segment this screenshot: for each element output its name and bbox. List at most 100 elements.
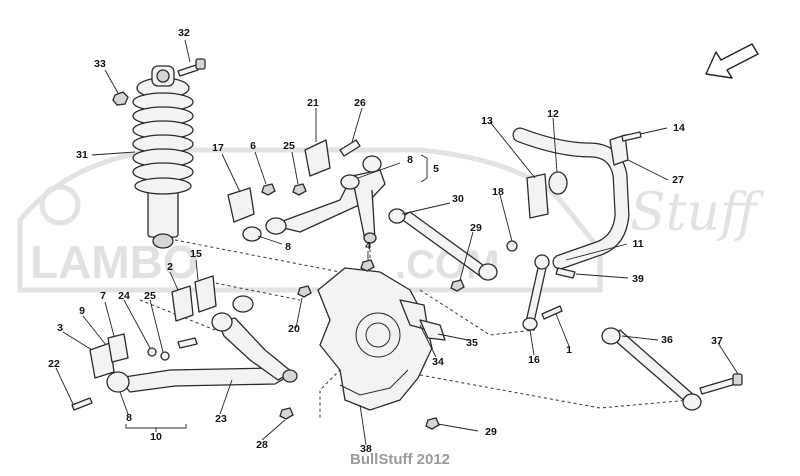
bolt-37 [699,377,737,395]
leader-lines [55,39,739,446]
lower-wishbone [71,275,440,430]
bolt-22 [71,397,93,411]
callout-25-lower: 25 [144,290,156,302]
callout-31: 31 [76,149,88,161]
bushing-8-upper [340,174,360,190]
bracket-21 [304,139,331,177]
callout-7: 7 [100,290,106,302]
callout-labels: 32 33 31 21 26 25 6 17 8 5 30 8 4 29 15 … [48,27,723,455]
callout-18: 18 [492,186,504,198]
callout-5: 5 [433,163,439,175]
callout-9: 9 [79,305,85,317]
callout-26: 26 [354,97,366,109]
arrow-down-left-icon [705,43,759,79]
callout-16: 16 [528,354,540,366]
washer-24 [147,347,157,357]
bolt-lower-front [177,337,198,349]
nut-6 [261,183,276,196]
upper-wishbone [227,139,386,244]
callout-6: 6 [250,140,256,152]
toe-link-inner-end [601,327,621,345]
callout-29-upper: 29 [470,222,482,234]
hub-carrier-detail [339,369,409,396]
callout-8-middle: 8 [285,241,291,253]
upper-ball-joint [363,232,377,244]
callout-39: 39 [632,273,644,285]
callout-35: 35 [466,337,478,349]
callout-37: 37 [711,335,723,347]
upper-arm-bushing-front [265,217,287,235]
washer-18 [506,240,518,252]
watermark-headlight [39,184,81,226]
bracket-7 [107,333,129,363]
anti-roll-bar [506,127,642,279]
lower-arm-bushing-rear [106,371,130,393]
lower-arm-bushing-front [211,312,233,332]
shock-lower-eye [152,233,174,249]
callout-12: 12 [547,108,559,120]
callout-32: 32 [178,27,190,39]
bolt-14 [621,131,642,142]
nut-29-upper [450,279,465,292]
tie-rod-30-inner-end [388,208,406,224]
callout-28: 28 [256,439,268,451]
hub-carrier [317,259,446,411]
callout-13: 13 [481,115,493,127]
callout-11: 11 [632,238,643,250]
toe-link-36-body [611,329,696,405]
callout-33: 33 [94,58,106,70]
spring-lower-seat [134,177,192,195]
callout-21: 21 [307,97,319,109]
bolt-1 [541,305,563,320]
top-mount-hardware [112,58,206,106]
callout-27: 27 [672,174,684,186]
washer-25 [160,351,170,361]
watermark-script: Stuff [630,183,765,243]
lower-ball-joint [282,369,298,383]
nut-25 [292,183,307,196]
callout-10: 10 [150,431,162,443]
watermark-car-outline [17,147,603,293]
hub-bracket-35 [419,319,446,341]
bolt-29-lower [425,417,440,430]
callout-8-upper: 8 [407,154,413,166]
callout-25-upper: 25 [283,140,295,152]
bolt-39 [555,267,576,279]
anti-roll-bar-body [513,128,629,269]
hub-bore-outer [355,312,401,358]
copyright-caption: BullStuff 2012 [349,451,451,468]
callout-1: 1 [566,344,572,356]
callout-38: 38 [360,443,372,455]
toe-link-outer-end [682,393,702,411]
callout-30: 30 [452,193,464,205]
bolt-32-head [195,58,206,70]
bolt-4 [360,259,375,272]
bolt-32 [177,64,199,77]
hub-bore-inner [365,322,391,348]
bushing-8-lower [242,226,262,242]
callout-2: 2 [167,261,173,273]
tie-rod-30-outer-end [478,263,498,281]
dashed-reference-lines [139,239,691,418]
callout-3: 3 [57,322,63,334]
drop-link-16 [522,254,563,331]
roll-bar-bushing-12 [548,171,568,195]
coil-spring-shock-absorber [132,65,194,249]
callout-24: 24 [118,290,130,302]
callout-34: 34 [432,356,444,368]
drop-link-upper-end [534,254,550,270]
top-mount-bushing [156,69,170,83]
drop-link-lower-end [522,317,538,331]
callout-20: 20 [288,323,300,335]
bracket-3 [89,342,115,379]
callout-8-lower: 8 [126,412,132,424]
callout-36: 36 [661,334,673,346]
callout-23: 23 [215,413,227,425]
bracket-15 [194,275,217,313]
callout-15: 15 [190,248,202,260]
callout-17: 17 [212,142,224,154]
bracket-17 [227,187,255,223]
bolt-26 [339,139,361,157]
